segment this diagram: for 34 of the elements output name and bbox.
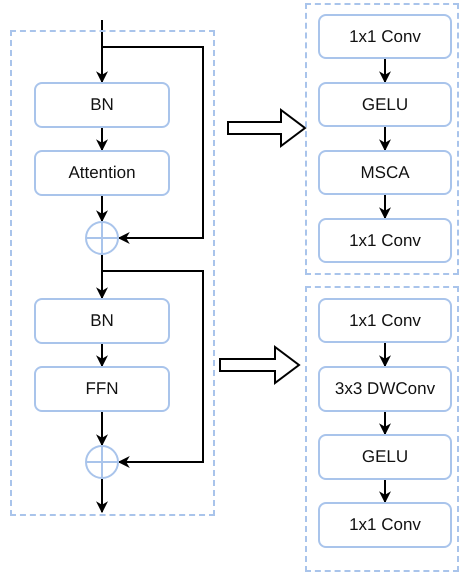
dashed-panel [305, 3, 459, 275]
layer-box: MSCA [318, 150, 452, 195]
dashed-panel [10, 30, 215, 516]
arrow [379, 480, 391, 504]
layer-box: BN [34, 82, 170, 128]
arrow [379, 412, 391, 436]
arrow [379, 195, 391, 220]
layer-box: FFN [34, 366, 170, 412]
layer-box: GELU [318, 82, 452, 127]
arrow [96, 196, 108, 222]
arrow [96, 344, 108, 368]
layer-box: 3x3 DWConv [318, 366, 452, 412]
arrow [102, 46, 204, 244]
arrow [379, 127, 391, 152]
layer-box: 1x1 Conv [318, 14, 452, 59]
arrow [102, 270, 204, 468]
layer-box: 1x1 Conv [318, 218, 452, 263]
arrow [379, 343, 391, 368]
add-circle-icon [85, 445, 119, 479]
block-arrow [219, 345, 301, 385]
arrow [96, 412, 108, 446]
arrow [96, 128, 108, 152]
layer-box: Attention [34, 150, 170, 196]
dashed-panel [305, 286, 459, 572]
arrow [96, 20, 108, 84]
add-circle-icon [85, 221, 119, 255]
arrow [379, 59, 391, 84]
block-arrow [227, 108, 307, 148]
arrow [96, 479, 108, 514]
layer-box: 1x1 Conv [318, 298, 452, 343]
layer-box: GELU [318, 434, 452, 480]
arrow [96, 255, 108, 300]
layer-box: 1x1 Conv [318, 502, 452, 548]
layer-box: BN [34, 298, 170, 344]
